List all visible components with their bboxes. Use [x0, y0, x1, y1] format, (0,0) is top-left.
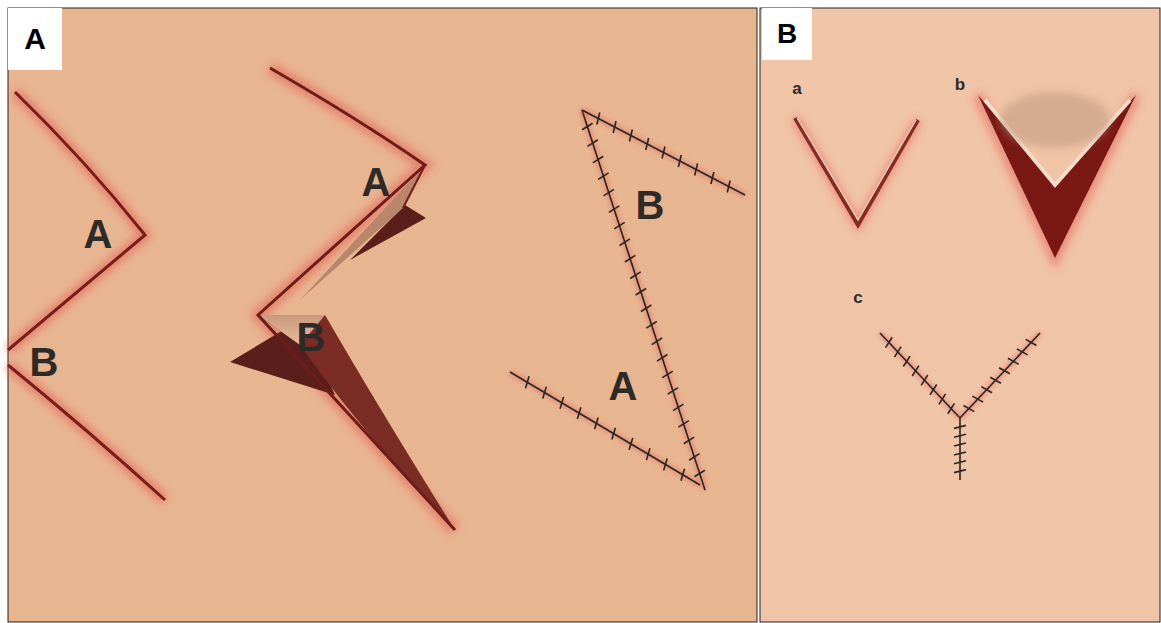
suture-stitch [1026, 339, 1037, 345]
suture-stitch [641, 305, 651, 312]
suture-stitch [646, 138, 649, 150]
suture-stitch [694, 470, 704, 477]
suture-stitch [646, 322, 656, 329]
suture-stitch [684, 437, 694, 444]
suture-stitch [560, 397, 564, 409]
flap-letter: B [636, 185, 665, 225]
suture-lines [510, 110, 1040, 490]
suture-line [582, 110, 745, 195]
suture-stitch [609, 206, 619, 213]
suture-stitch [886, 337, 893, 347]
suture-stitch [903, 356, 910, 366]
suture-glow [582, 110, 745, 195]
suture-stitch [543, 387, 547, 399]
suture-stitch [614, 222, 624, 229]
suture-stitch [595, 417, 599, 429]
flap-letter: A [84, 214, 113, 254]
suture-stitch [1008, 358, 1019, 364]
raised-flaps [230, 68, 455, 530]
suture-stitch [963, 406, 974, 412]
suture-stitch [939, 394, 946, 404]
suture-stitch [664, 459, 668, 471]
suture-stitch [577, 407, 581, 419]
suture-stitch [603, 189, 613, 196]
suture-stitch [954, 425, 966, 428]
sub-figure-letter: c [853, 289, 862, 306]
suture-stitch [912, 366, 919, 376]
flap-letter: A [362, 162, 391, 202]
suture-stitch [954, 461, 966, 464]
suture-glow [510, 372, 700, 485]
suture-stitch [525, 376, 529, 388]
suture-stitch [954, 452, 966, 455]
suture-line [510, 372, 700, 485]
panel-letter: B [777, 20, 797, 48]
suture-stitch [582, 123, 592, 130]
suture-stitch [689, 454, 699, 461]
v-incision [795, 118, 918, 225]
suture-stitch [948, 403, 955, 413]
suture-stitch [673, 404, 683, 411]
suture-stitch [999, 368, 1010, 374]
sub-figure-letter: a [792, 80, 801, 97]
suture-stitch [620, 239, 630, 246]
sub-figure-letter: b [955, 76, 965, 93]
suture-stitch [954, 470, 966, 473]
suture-stitch [662, 371, 672, 378]
z-incision [8, 92, 165, 500]
suture-stitch [695, 163, 698, 175]
suture-stitch [981, 387, 992, 393]
v-flap-advanced [978, 92, 1136, 258]
skin-panel [760, 8, 1160, 622]
suture-stitch [1017, 349, 1028, 355]
suture-stitch [678, 155, 681, 167]
panel-label: B [762, 8, 812, 60]
suture-stitch [652, 338, 662, 345]
suture-stitch [711, 172, 714, 184]
suture-stitch [681, 469, 685, 481]
suture-stitch [657, 355, 667, 362]
suture-stitch [972, 396, 983, 402]
suture-stitch [930, 384, 937, 394]
suture-line [960, 333, 1040, 418]
suture-stitch [954, 434, 966, 437]
suture-stitch [727, 180, 730, 192]
suture-stitch [625, 255, 635, 262]
suture-stitch [894, 347, 901, 357]
flap-letter: A [609, 366, 638, 406]
suture-stitch [629, 438, 633, 450]
suture-stitch [636, 288, 646, 295]
skin-panel [8, 8, 757, 622]
suture-stitch [954, 443, 966, 446]
suture-stitch [646, 448, 650, 460]
suture-stitch [678, 421, 688, 428]
panel-label: A [8, 8, 62, 70]
suture-stitch [593, 156, 603, 163]
suture-stitch [612, 428, 616, 440]
suture-stitch [598, 173, 608, 180]
suture-glow [880, 333, 960, 418]
suture-stitch [587, 140, 597, 147]
suture-stitch [630, 272, 640, 279]
suture-stitch [668, 388, 678, 395]
flap-letter: B [30, 342, 59, 382]
suture-stitch [662, 146, 665, 158]
flap-letter: B [297, 317, 326, 357]
suture-stitch [629, 129, 632, 141]
suture-glow [960, 333, 1040, 418]
suture-stitch [990, 377, 1001, 383]
suture-stitch [921, 375, 928, 385]
suture-line [880, 333, 960, 418]
panel-letter: A [24, 24, 46, 54]
suture-stitch [613, 121, 616, 133]
suture-stitch [597, 112, 600, 124]
